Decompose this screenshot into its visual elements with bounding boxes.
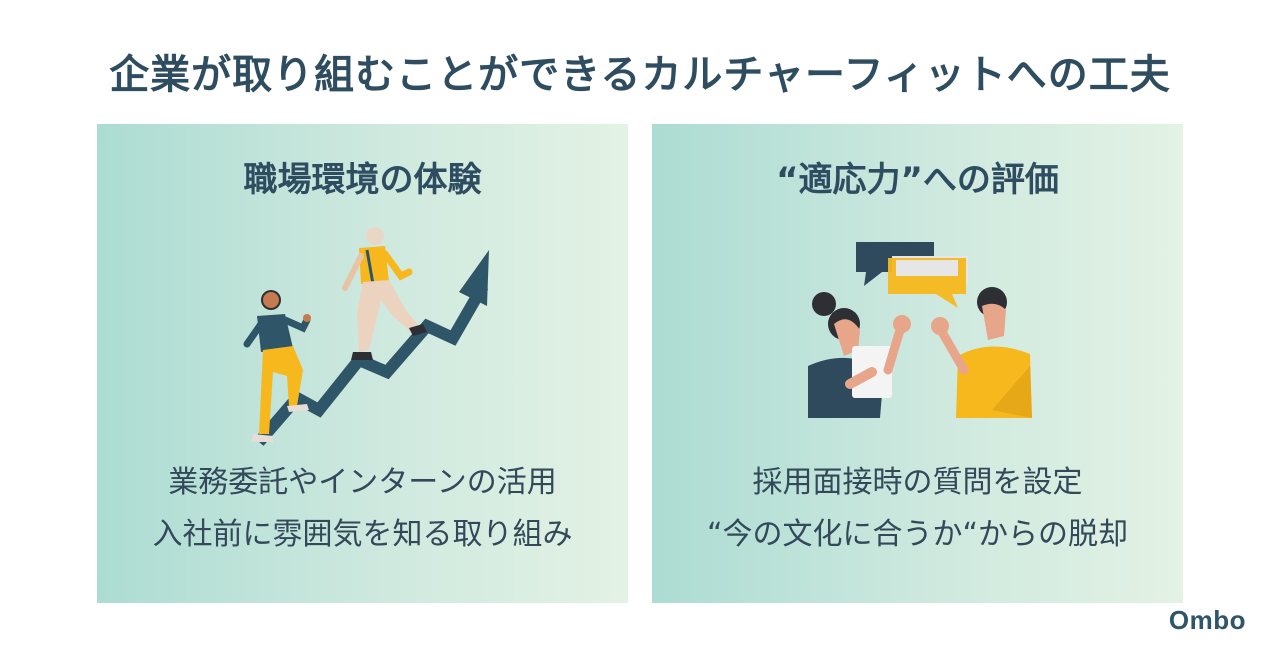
interview-chat-icon bbox=[808, 242, 1032, 418]
card-description: 採用面接時の質問を設定 “今の文化に合うか“からの脱却 bbox=[652, 457, 1183, 561]
card-heading: “適応力”への評価 bbox=[776, 160, 1059, 200]
card-line: “今の文化に合うか“からの脱却 bbox=[706, 517, 1129, 552]
ombo-logo: Ombo bbox=[1168, 605, 1246, 635]
card-adaptability-evaluation: “適応力”への評価 採用面接時の質問を設定 “今の文化に合うか“からの脱却 bbox=[652, 124, 1183, 603]
card-line: 入社前に雰囲気を知る取り組み bbox=[152, 517, 573, 552]
page-title: 企業が取り組むことができるカルチャーフィットへの工夫 bbox=[109, 52, 1171, 98]
card-description: 業務委託やインターンの活用 入社前に雰囲気を知る取り組み bbox=[97, 457, 628, 561]
card-line: 業務委託やインターンの活用 bbox=[168, 465, 557, 500]
card-line: 採用面接時の質問を設定 bbox=[752, 465, 1083, 500]
climbing-arrow-icon bbox=[243, 227, 489, 446]
card-workplace-experience: 職場環境の体験 業務委託やインターンの活用 入社前に雰囲気を知る取り組み bbox=[97, 124, 628, 603]
card-heading: 職場環境の体験 bbox=[243, 160, 482, 200]
